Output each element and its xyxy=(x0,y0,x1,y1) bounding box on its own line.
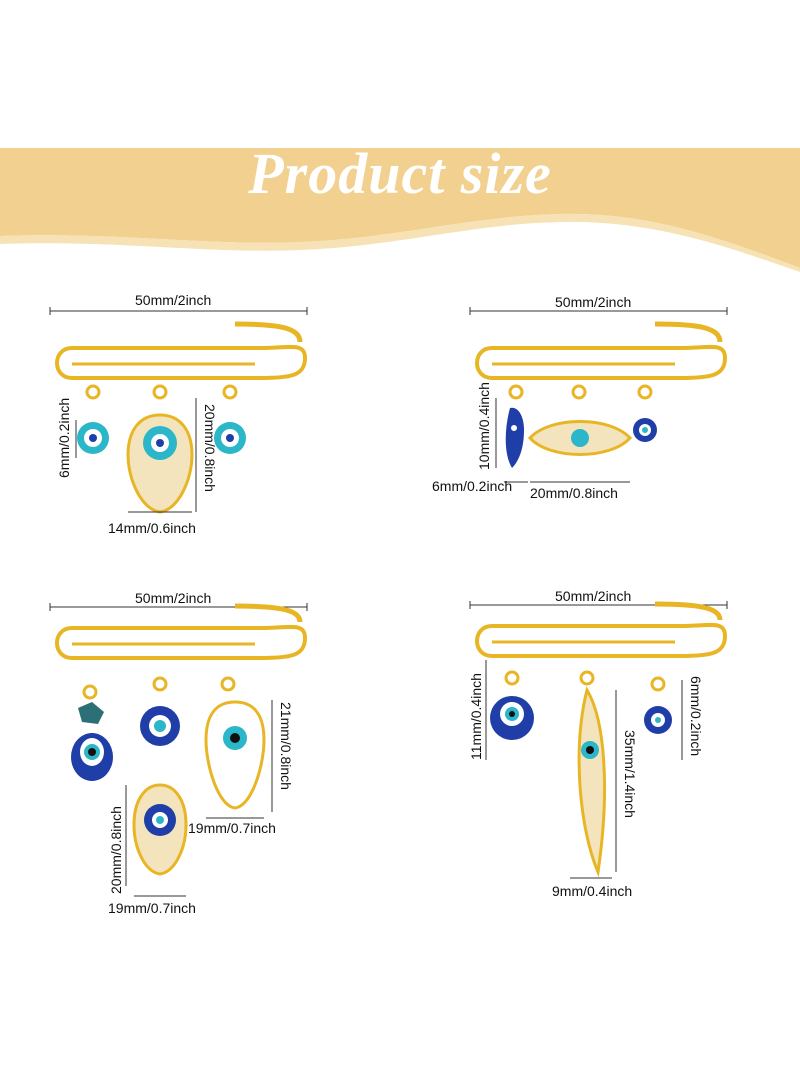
dimension-label: 35mm/1.4inch xyxy=(622,730,638,818)
dimension-label: 6mm/0.2inch xyxy=(56,397,72,478)
safety-pin xyxy=(475,601,728,658)
product-panel-3: 50mm/2inch 21mm/0.8inch 19mm/0.7inch 20m… xyxy=(0,580,400,916)
dimension-label: 20mm/0.8inch xyxy=(108,806,124,894)
width-label: 50mm/2inch xyxy=(555,294,632,310)
dimension-label: 9mm/0.4inch xyxy=(552,883,633,899)
dimension-label: 19mm/0.7inch xyxy=(108,900,196,916)
brooch-4-illustration xyxy=(469,601,728,879)
dimension-label: 14mm/0.6inch xyxy=(108,520,196,536)
dimension-label: 6mm/0.2inch xyxy=(688,676,704,757)
dimension-label: 6mm/0.2inch xyxy=(432,478,513,494)
product-panel-1: 50mm/2inch 6mm/0.2inch 20mm/0.8inch 14mm… xyxy=(0,280,400,610)
safety-pin xyxy=(55,321,308,380)
brooch-3-illustration xyxy=(49,603,308,897)
title-banner xyxy=(0,148,800,272)
dimension-label: 10mm/0.4inch xyxy=(476,382,492,470)
safety-pin xyxy=(475,321,728,380)
safety-pin xyxy=(55,603,308,660)
dimension-label: 20mm/0.8inch xyxy=(202,404,218,492)
width-label: 50mm/2inch xyxy=(555,588,632,604)
product-panel-4: 11mm/0.4inch 50mm/2inch 35mm/1.4inch 6mm… xyxy=(400,580,800,910)
brooch-2-illustration xyxy=(469,307,728,483)
width-label: 50mm/2inch xyxy=(135,590,212,606)
page-title: Product size xyxy=(248,141,552,206)
product-panel-2: 50mm/2inch 10mm/0.4inch 6mm/0.2inch 20mm… xyxy=(400,280,800,610)
dimension-label: 19mm/0.7inch xyxy=(188,820,276,836)
width-label: 50mm/2inch xyxy=(135,292,212,308)
dimension-label: 21mm/0.8inch xyxy=(278,702,294,790)
dimension-label: 20mm/0.8inch xyxy=(530,485,618,501)
brooch-1-illustration xyxy=(49,307,308,514)
dimension-label: 11mm/0.4inch xyxy=(468,673,484,760)
